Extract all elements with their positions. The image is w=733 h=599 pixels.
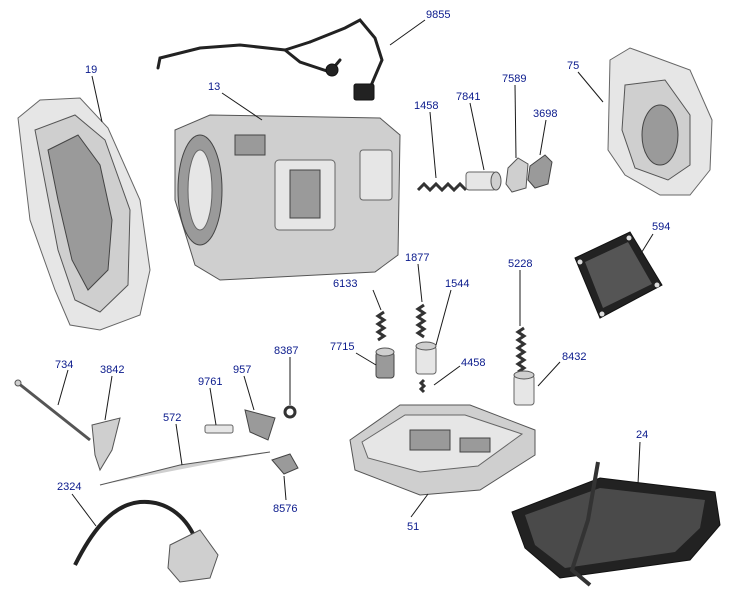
transmission-case-illustration (174, 114, 401, 281)
callout-2324: 2324 (57, 481, 81, 493)
lever-3842-illustration (91, 417, 121, 472)
callout-594: 594 (652, 221, 670, 233)
callout-13: 13 (208, 81, 220, 93)
callout-labels: 19 13 9855 1458 7841 7589 3698 75 594 18… (55, 9, 670, 533)
piston-7715-illustration (375, 347, 395, 379)
callout-7841: 7841 (456, 91, 480, 103)
piston-1544-illustration (415, 341, 437, 375)
link-957-illustration (244, 409, 276, 441)
bell-housing-illustration (17, 97, 151, 331)
bracket-3698-illustration (527, 154, 553, 189)
callout-572: 572 (163, 412, 181, 424)
spring-1877-illustration (415, 303, 427, 339)
sensor-2324-illustration (73, 499, 219, 583)
callout-9855: 9855 (426, 9, 450, 21)
valve-body-illustration (349, 404, 536, 496)
callout-3698: 3698 (533, 108, 557, 120)
callout-75: 75 (567, 60, 579, 72)
callout-19: 19 (85, 64, 97, 76)
callout-3842: 3842 (100, 364, 124, 376)
piston-8432-illustration (513, 370, 535, 406)
extension-housing-illustration (607, 47, 713, 196)
spring-1458-illustration (416, 181, 468, 193)
callout-4458: 4458 (461, 357, 485, 369)
oil-pan-illustration (511, 461, 721, 587)
callout-9761: 9761 (198, 376, 222, 388)
cover-plate-594-illustration (574, 231, 663, 319)
spring-6133-illustration (375, 310, 387, 342)
callout-8387: 8387 (274, 345, 298, 357)
wiring-harness-illustration (156, 18, 384, 101)
callout-1544: 1544 (445, 278, 469, 290)
pin-9761-illustration (204, 424, 234, 434)
callout-8432: 8432 (562, 351, 586, 363)
callout-51: 51 (407, 521, 419, 533)
clip-8387-illustration (283, 405, 297, 419)
callout-7589: 7589 (502, 73, 526, 85)
callout-1877: 1877 (405, 252, 429, 264)
manual-shaft-illustration (14, 379, 91, 442)
bracket-8576-illustration (271, 453, 299, 475)
callout-5228: 5228 (508, 258, 532, 270)
callout-7715: 7715 (330, 341, 354, 353)
callout-734: 734 (55, 359, 73, 371)
rod-572-illustration (99, 451, 271, 486)
spring-4458-illustration (418, 378, 427, 394)
callout-8576: 8576 (273, 503, 297, 515)
callout-957: 957 (233, 364, 251, 376)
leader-lines (57, 19, 654, 527)
callout-24: 24 (636, 429, 648, 441)
spring-5228-illustration (515, 326, 527, 374)
callout-1458: 1458 (414, 100, 438, 112)
callout-6133: 6133 (333, 278, 357, 290)
plate-7589-illustration (505, 157, 529, 193)
piston-7841-illustration (465, 171, 502, 191)
